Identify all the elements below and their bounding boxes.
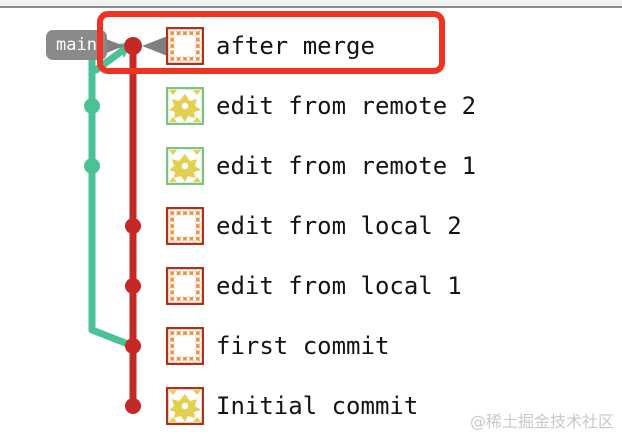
commit-dot-local (125, 278, 141, 294)
commit-dot-remote (84, 98, 100, 114)
commit-message: after merge (216, 32, 375, 60)
commit-row[interactable]: Initial commit (166, 386, 418, 426)
commit-row[interactable]: first commit (166, 326, 389, 366)
author-identicon-icon (166, 207, 204, 245)
top-divider (0, 0, 622, 8)
commit-row[interactable]: after merge (166, 26, 375, 66)
author-identicon-icon (166, 87, 204, 125)
commit-dot-local (125, 338, 141, 354)
commit-row[interactable]: edit from local 1 (166, 266, 462, 306)
author-identicon-icon (166, 147, 204, 185)
author-identicon-icon (166, 27, 204, 65)
commit-message: Initial commit (216, 392, 419, 420)
commit-row[interactable]: edit from remote 1 (166, 146, 476, 186)
remote-branch-line (88, 48, 137, 350)
commit-message: edit from remote 1 (216, 152, 477, 180)
branch-badge-label: main (56, 35, 97, 55)
commit-dot-local (125, 398, 141, 414)
commit-row[interactable]: edit from remote 2 (166, 86, 476, 126)
author-identicon-icon (166, 267, 204, 305)
commit-message: first commit (216, 332, 390, 360)
commit-dot-remote (84, 158, 100, 174)
commit-message: edit from local 2 (216, 212, 462, 240)
commit-dot-local (125, 218, 141, 234)
commit-row[interactable]: edit from local 2 (166, 206, 462, 246)
commit-message: edit from local 1 (216, 272, 462, 300)
author-identicon-icon (166, 327, 204, 365)
head-pointer-right-icon (142, 35, 170, 57)
commit-message: edit from remote 2 (216, 92, 477, 120)
watermark: @稀土掘金技术社区 (469, 412, 614, 431)
author-identicon-icon (166, 387, 204, 425)
branch-badge-main[interactable]: main (46, 30, 107, 60)
commit-dot-head (124, 37, 142, 55)
